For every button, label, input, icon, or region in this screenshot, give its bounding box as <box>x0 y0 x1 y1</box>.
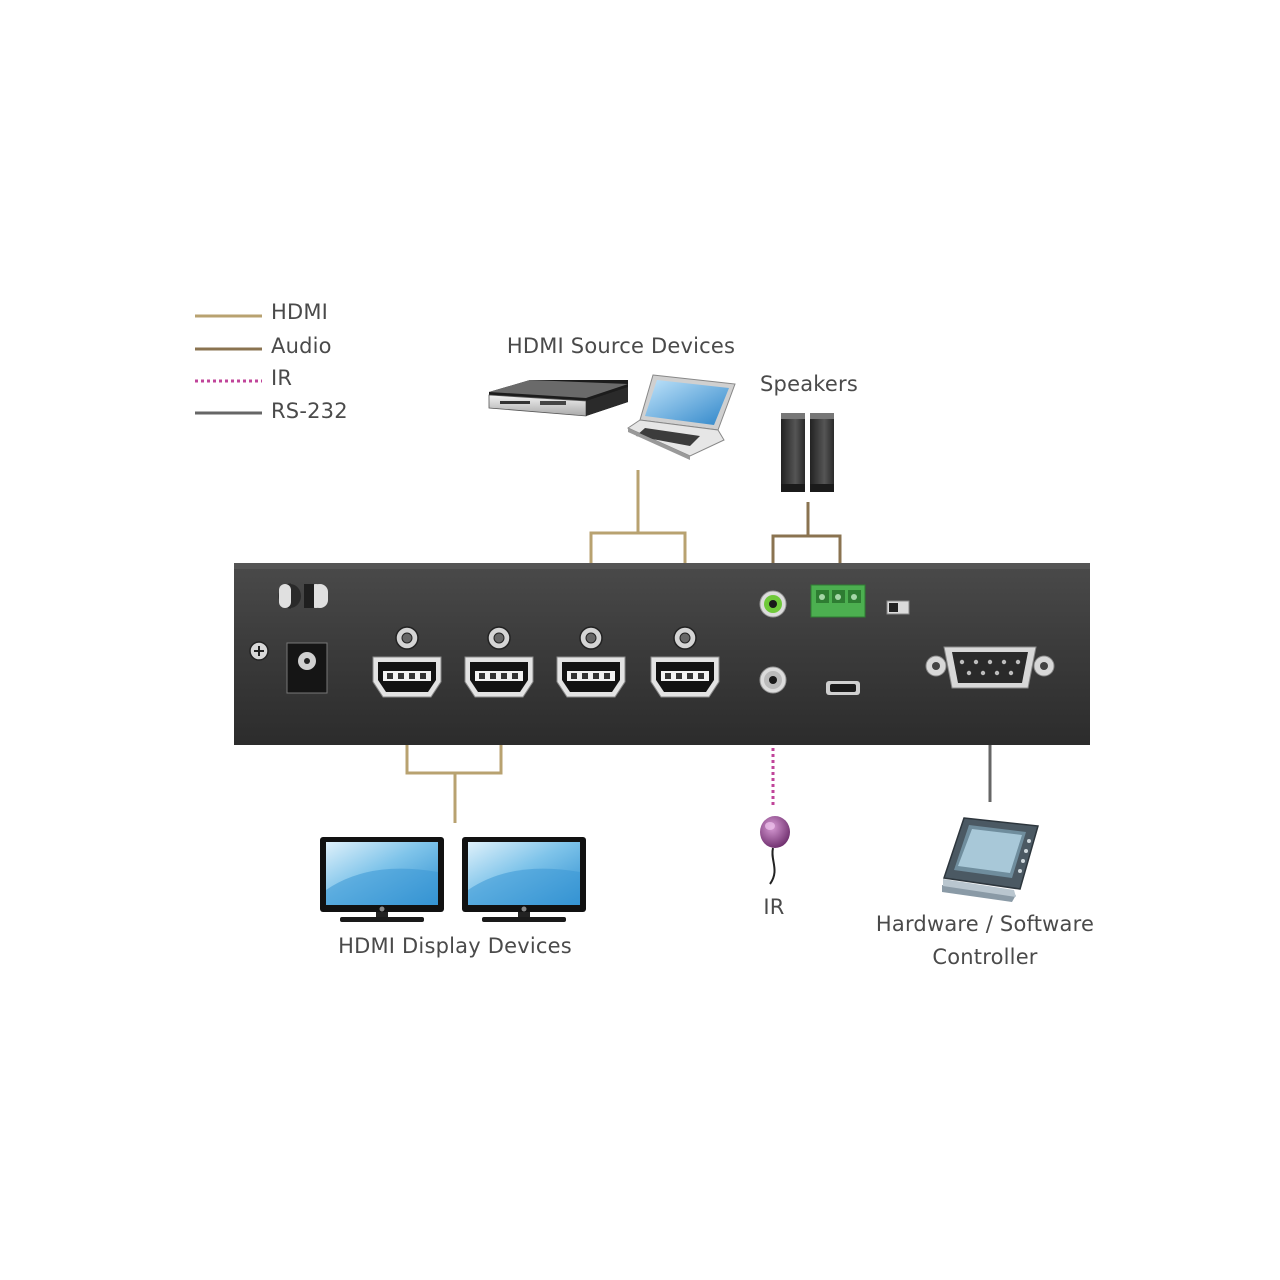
screw-center <box>679 632 691 644</box>
hdmi-port-tongue <box>661 671 709 681</box>
hdmi-port-pin <box>490 673 496 679</box>
hdmi-port-pin <box>698 673 704 679</box>
dip-switch <box>886 600 910 615</box>
hdmi-port-pin <box>387 673 393 679</box>
hdmi-port-pin <box>571 673 577 679</box>
dc-power-jack <box>286 642 328 694</box>
monitor-icon-2 <box>462 837 586 922</box>
legend-label-ir: IR <box>271 366 293 390</box>
hdmi-port-pin <box>593 673 599 679</box>
rs232-port-icon <box>925 646 1055 689</box>
matrix-switch-rear-panel <box>234 563 1090 745</box>
hdmi-out-port-2 <box>464 626 534 698</box>
ground-screw-icon <box>249 641 269 661</box>
screw-center <box>585 632 597 644</box>
hdmi-port-pin <box>420 673 426 679</box>
hdmi-out-port-1 <box>372 626 442 698</box>
power-switch <box>278 583 328 609</box>
hdmi-in-port-2 <box>650 626 720 698</box>
label-speakers: Speakers <box>760 372 858 396</box>
hdmi-port-pin <box>582 673 588 679</box>
hdmi-port-pin <box>604 673 610 679</box>
hdmi-port-pin <box>398 673 404 679</box>
screw-center <box>493 632 505 644</box>
label-ir: IR <box>763 895 785 919</box>
mini-usb-port <box>826 681 860 695</box>
ir-jack <box>759 666 787 694</box>
label-controller-line1: Hardware / Software <box>875 912 1095 936</box>
hdmi-port-pin <box>479 673 485 679</box>
monitor-icon-1 <box>320 837 444 922</box>
hdmi-port-pin <box>687 673 693 679</box>
legend-label-rs232: RS-232 <box>271 399 348 423</box>
hdmi-port-pin <box>665 673 671 679</box>
label-hdmi-source-devices: HDMI Source Devices <box>506 334 736 358</box>
hdmi-port-pin <box>409 673 415 679</box>
touch-panel-icon <box>942 817 1039 902</box>
hdmi-port-tongue <box>567 671 615 681</box>
blu-ray-player-icon <box>488 380 628 417</box>
screw-center <box>401 632 413 644</box>
laptop-icon <box>626 374 736 460</box>
audio-out-jack <box>759 590 787 618</box>
audio-connection <box>771 502 842 582</box>
ir-receiver-icon <box>760 816 790 885</box>
speakers-icon <box>781 413 834 492</box>
label-controller-line2: Controller <box>932 945 1038 969</box>
hdmi-in-port-1 <box>556 626 626 698</box>
legend-swatches <box>195 314 262 415</box>
label-hdmi-display-devices: HDMI Display Devices <box>338 934 572 958</box>
hdmi-port-pin <box>676 673 682 679</box>
legend-label-hdmi: HDMI <box>271 300 329 324</box>
legend-label-audio: Audio <box>271 334 332 358</box>
hdmi-port-pin <box>512 673 518 679</box>
terminal-block <box>810 584 866 618</box>
hdmi-port-tongue <box>475 671 523 681</box>
hdmi-port-tongue <box>383 671 431 681</box>
hdmi-ports <box>372 626 720 698</box>
hdmi-port-pin <box>501 673 507 679</box>
